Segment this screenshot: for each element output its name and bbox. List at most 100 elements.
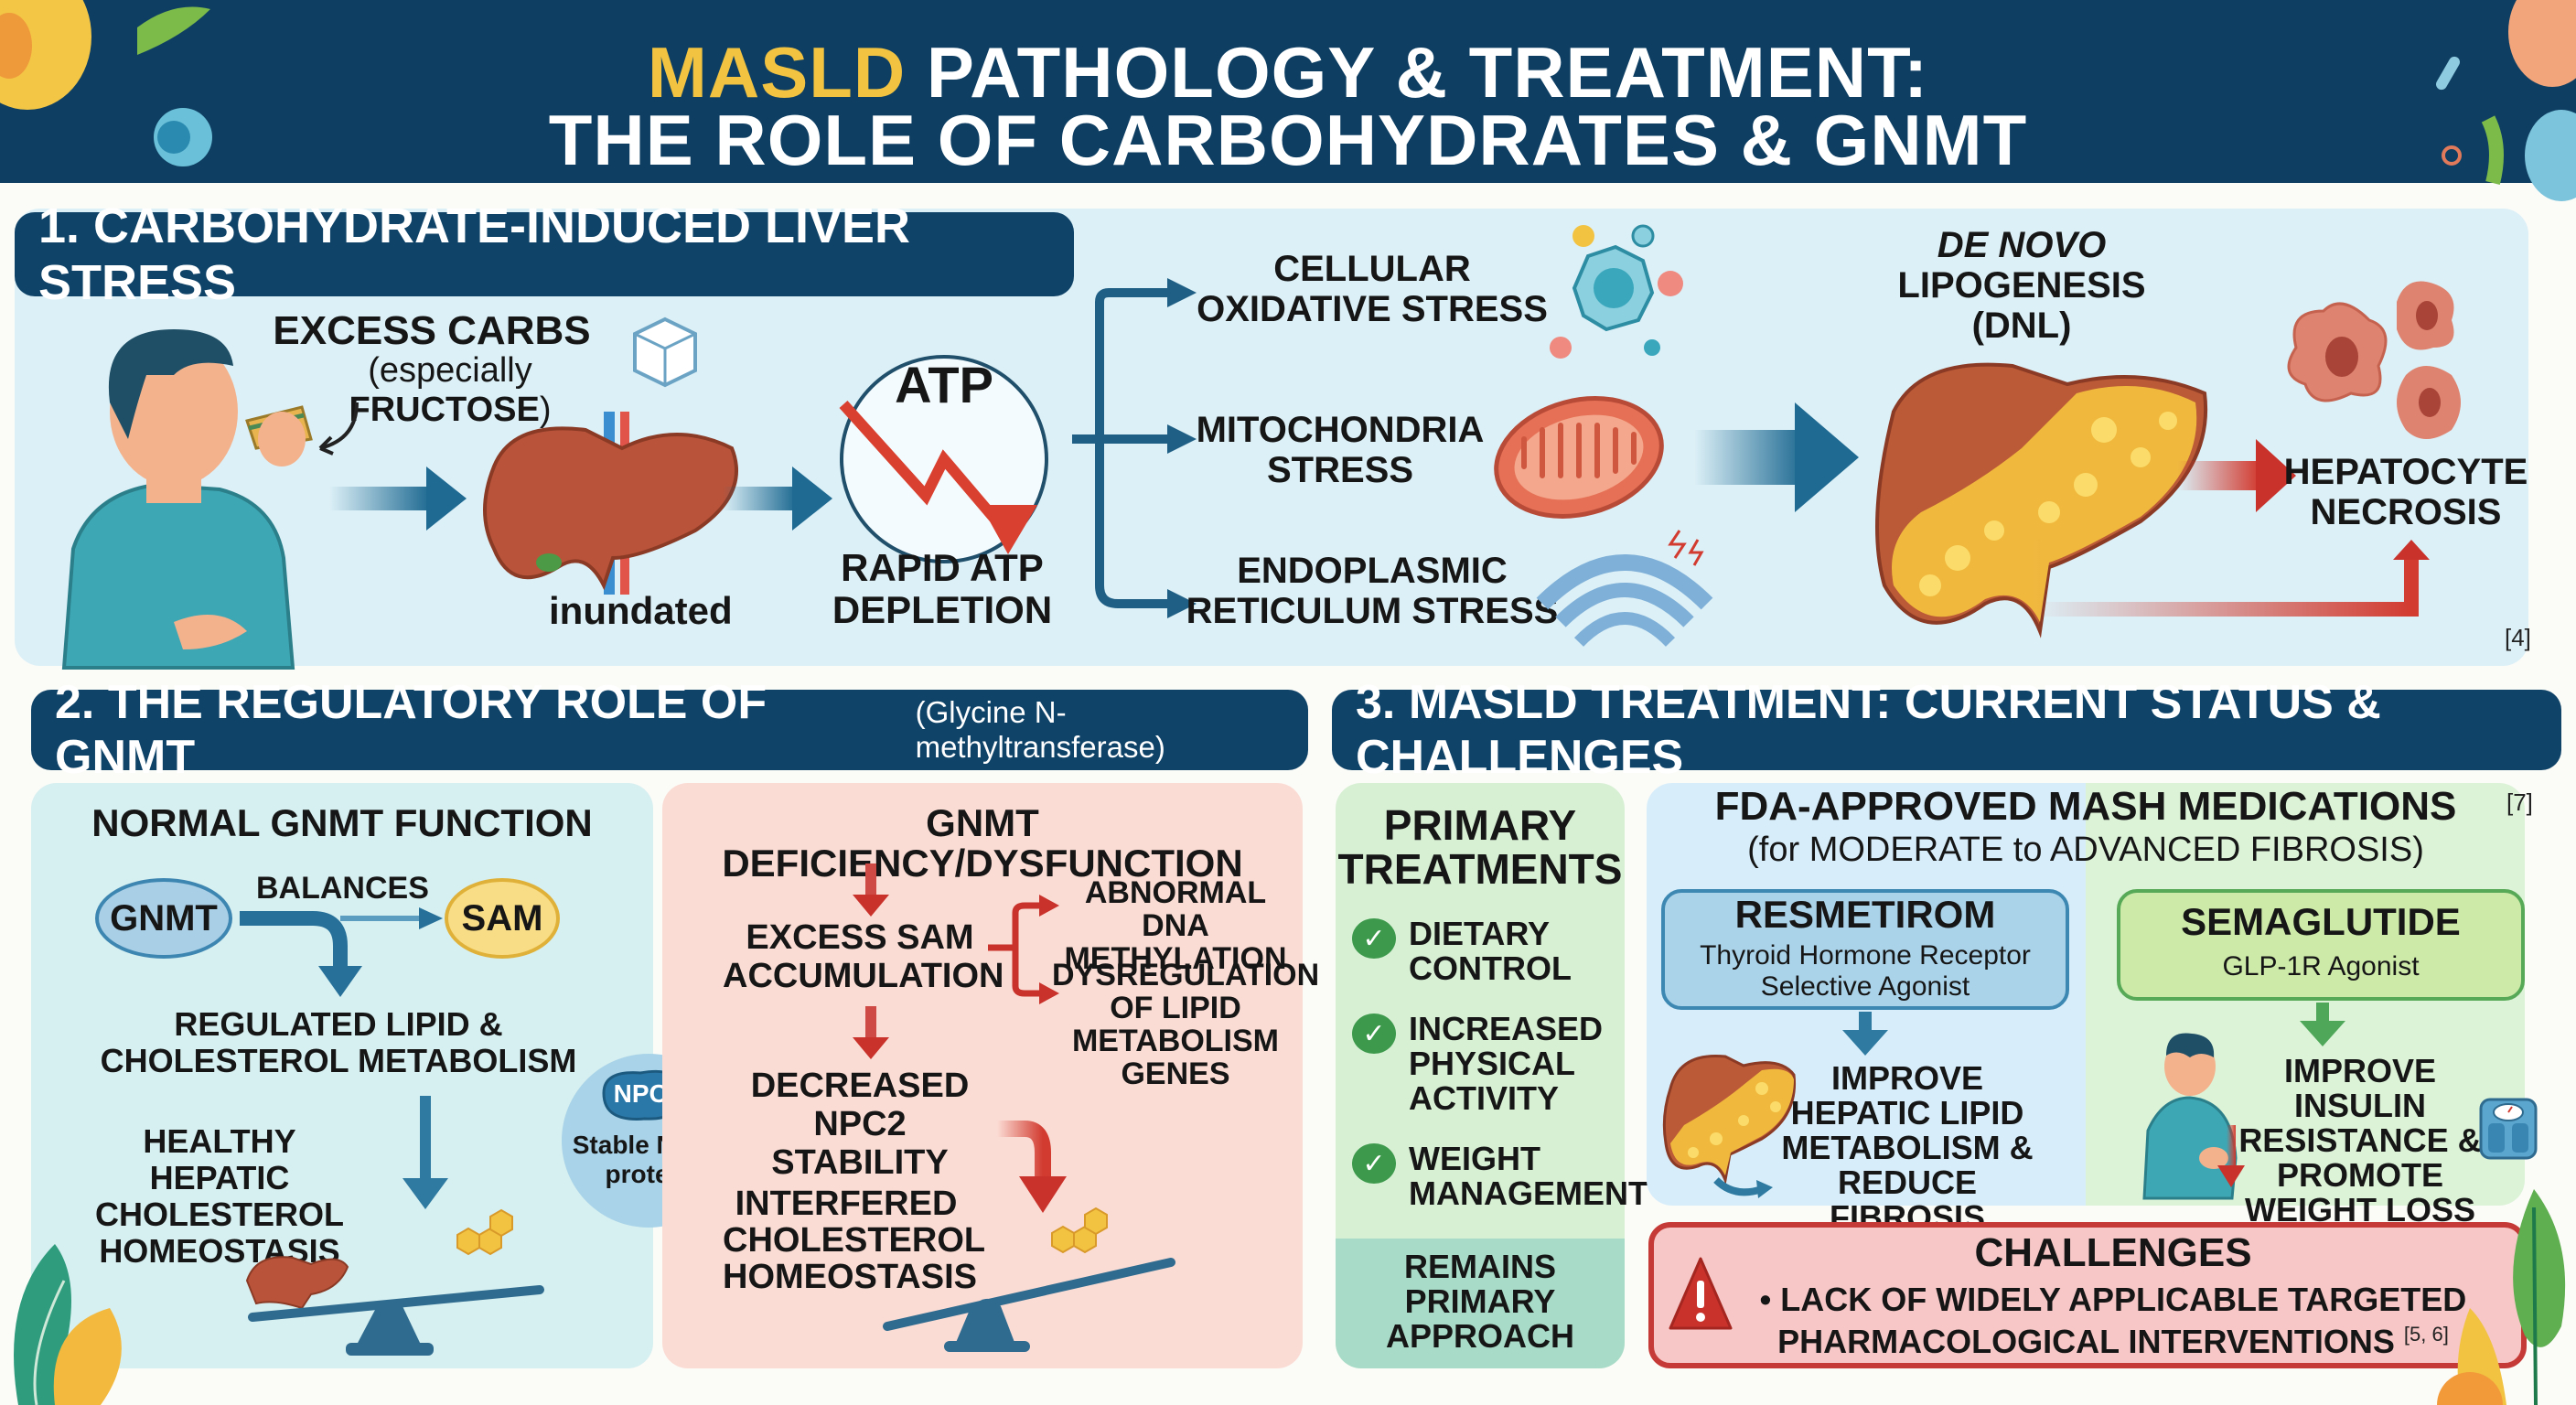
check-icon: ✓ — [1352, 1143, 1396, 1184]
treatment-text: INCREASED PHYSICAL ACTIVITY — [1409, 1012, 1603, 1116]
semaglutide-effect-line4: WEIGHT LOSS — [2245, 1191, 2475, 1228]
resmetirom-effect-line3: METABOLISM & — [1781, 1129, 2034, 1166]
citation-meds: [7] — [2506, 788, 2533, 816]
down-arrow-red-icon — [2217, 1125, 2245, 1187]
interfered-homeostasis-label: INTERFERED CHOLESTEROL HOMEOSTASIS — [723, 1185, 986, 1295]
necrotic-cells-icon — [2287, 281, 2461, 439]
page-title-line1: MASLD PATHOLOGY & TREATMENT: — [0, 31, 2576, 114]
regulated-line2: CHOLESTEROL METABOLISM — [100, 1042, 577, 1079]
dysreg-line3: METABOLISM — [1071, 1024, 1279, 1058]
treatment-line1: INCREASED — [1409, 1010, 1604, 1047]
flow-arrow-icon — [1694, 402, 1859, 512]
section1-heading: 1. CARBOHYDRATE-INDUCED LIVER STRESS — [15, 198, 1074, 310]
dnl-line2: LIPOGENESIS — [1897, 265, 2146, 306]
excess-carbs-label: EXCESS CARBS — [273, 308, 591, 353]
regulated-metabolism-label: REGULATED LIPID & CHOLESTEROL METABOLISM — [91, 1006, 585, 1079]
resmetirom-desc: Thyroid Hormone Receptor Selective Agoni… — [1661, 940, 2069, 1003]
citation-challenges: [5, 6] — [2403, 1323, 2449, 1346]
balanced-scale-icon — [245, 1208, 544, 1356]
page-title-line2: THE ROLE OF CARBOHYDRATES & GNMT — [548, 100, 2028, 180]
dysregulation-label: DYSREGULATION OF LIPID METABOLISM GENES — [1052, 958, 1320, 1091]
title-rest: PATHOLOGY & TREATMENT: — [906, 32, 1929, 113]
treatment-line2: MANAGEMENT — [1409, 1174, 1648, 1212]
meds-title: FDA-APPROVED MASH MEDICATIONS — [1714, 784, 2457, 829]
treatment-line2: PHYSICAL — [1409, 1045, 1576, 1082]
challenges-box — [1648, 1222, 2527, 1368]
especially-prefix: (especially — [368, 351, 532, 390]
dysreg-line1: DYSREGULATION — [1052, 958, 1320, 992]
endoplasmic-reticulum-icon — [1536, 530, 1713, 647]
treatment-item-weight: ✓ WEIGHT MANAGEMENT — [1352, 1142, 1648, 1211]
fatty-liver-small-icon — [1662, 1054, 1797, 1198]
sam-node: SAM — [445, 878, 560, 959]
curved-arrow-icon — [318, 402, 359, 456]
primary-footer — [1336, 1239, 1625, 1368]
decreased-npc2-label: DECREASED NPC2 STABILITY — [723, 1067, 997, 1182]
stress-line2: RETICULUM STRESS — [1186, 591, 1559, 631]
resmetirom-effect: IMPROVE HEPATIC LIPID METABOLISM & REDUC… — [1756, 1061, 2058, 1235]
atp-depletion-line2: DEPLETION — [832, 588, 1053, 631]
challenges-title: CHALLENGES — [1974, 1230, 2252, 1275]
necrosis-line1: HEPATOCYTE — [2283, 452, 2528, 492]
treatment-line1: DIETARY — [1409, 915, 1551, 952]
meds-subtitle: (for MODERATE to ADVANCED FIBROSIS) — [1747, 831, 2424, 869]
decorative-cell-left-icon — [0, 0, 212, 166]
red-return-arrow-icon — [2025, 540, 2430, 617]
fructose-note: (especially FRUCTOSE) — [267, 351, 633, 430]
sugar-cube-icon — [633, 316, 697, 388]
citation-section1: [4] — [2505, 624, 2531, 651]
gnmt-node: GNMT — [95, 878, 232, 959]
primary-footer-line2: PRIMARY — [1404, 1282, 1556, 1320]
abnormal-line2: METHYLATION — [1064, 941, 1287, 976]
stress-line1: CELLULAR — [1273, 249, 1471, 289]
treatment-item-activity: ✓ INCREASED PHYSICAL ACTIVITY — [1352, 1012, 1603, 1116]
semaglutide-effect-line1: IMPROVE INSULIN — [2283, 1052, 2437, 1124]
treatment-text: WEIGHT MANAGEMENT — [1409, 1142, 1648, 1211]
semaglutide-card — [2117, 889, 2525, 1001]
flow-arrow-icon — [329, 467, 467, 531]
resmetirom-card — [1661, 889, 2069, 1010]
warning-icon — [1669, 1257, 1733, 1330]
stress-line2: OXIDATIVE STRESS — [1197, 289, 1548, 329]
person-eating-icon — [61, 329, 313, 670]
normal-gnmt-title: NORMAL GNMT FUNCTION — [91, 801, 593, 844]
decreased-line1: DECREASED — [750, 1067, 970, 1105]
treatment-item-diet: ✓ DIETARY CONTROL — [1352, 917, 1572, 986]
stress-item-oxidative: CELLULAR OXIDATIVE STRESS — [1180, 249, 1564, 329]
fructose-label: FRUCTOSE — [349, 391, 540, 429]
stress-line1: MITOCHONDRIA — [1196, 410, 1485, 450]
semaglutide-effect-line3: PROMOTE — [2276, 1156, 2443, 1194]
atp-depletion-label: RAPID ATP DEPLETION — [823, 547, 1061, 631]
resmetirom-name: RESMETIROM — [1734, 893, 1996, 936]
semaglutide-effect-line2: RESISTANCE & — [2238, 1121, 2482, 1159]
down-arrow-icon — [402, 1096, 448, 1209]
section2-heading: 2. THE REGULATORY ROLE OF GNMT (Glycine … — [31, 676, 1308, 784]
atp-label: ATP — [895, 356, 993, 413]
section3-heading: 3. MASLD TREATMENT: CURRENT STATUS & CHA… — [1332, 676, 2561, 784]
primary-title-line1: PRIMARY — [1383, 801, 1577, 849]
especially-suffix: ) — [539, 391, 552, 429]
atp-depletion-line1: RAPID ATP — [841, 546, 1044, 589]
interfered-line2: CHOLESTEROL — [723, 1221, 986, 1260]
primary-footer-line1: REMAINS — [1403, 1248, 1556, 1285]
abnormal-line1: ABNORMAL DNA — [1084, 875, 1267, 943]
flow-arrow-icon — [723, 467, 832, 531]
abnormal-dna-label: ABNORMAL DNA METHYLATION — [1052, 876, 1299, 975]
treatment-line1: WEIGHT — [1409, 1140, 1540, 1177]
resmetirom-desc-line2: Selective Agonist — [1760, 971, 1970, 1002]
check-icon: ✓ — [1352, 918, 1396, 959]
decorative-cell-right-icon — [2436, 0, 2576, 201]
necrosis-label: HEPATOCYTE NECROSIS — [2278, 452, 2534, 532]
down-arrow-red-icon — [853, 1006, 889, 1059]
stress-line1: ENDOPLASMIC — [1237, 551, 1508, 591]
down-arrow-red-icon — [853, 863, 889, 917]
dysreg-line4: GENES — [1121, 1056, 1230, 1091]
curved-arrow-red-icon — [997, 1121, 1067, 1213]
balances-label: BALANCES — [256, 871, 429, 906]
primary-footer-line3: APPROACH — [1385, 1317, 1574, 1355]
resmetirom-effect-line1: IMPROVE — [1830, 1059, 1984, 1097]
decreased-line2: NPC2 STABILITY — [771, 1105, 949, 1182]
primary-title-line2: TREATMENTS — [1337, 845, 1623, 893]
section2-heading-text: 2. THE REGULATORY ROLE OF GNMT — [55, 676, 767, 784]
primary-title: PRIMARY TREATMENTS — [1336, 803, 1625, 891]
